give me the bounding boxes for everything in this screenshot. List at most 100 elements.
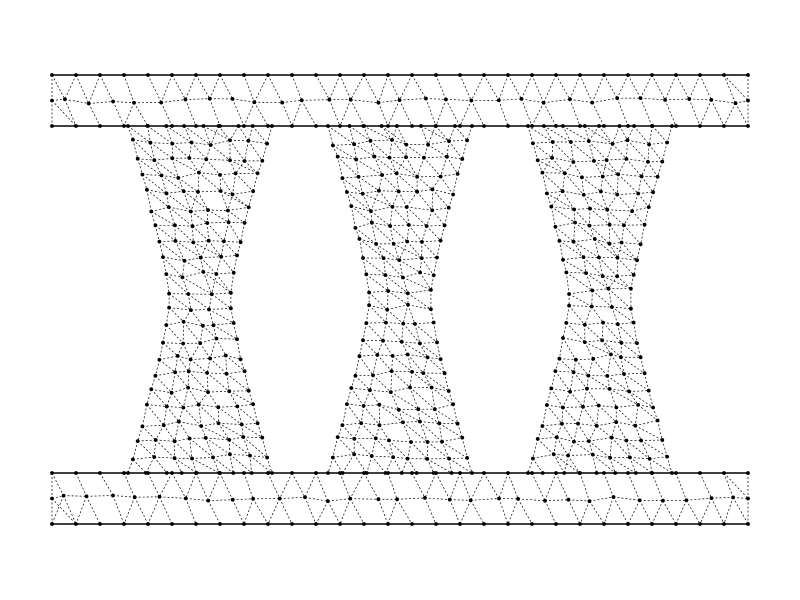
mesh-edge xyxy=(661,439,668,457)
mesh-edge xyxy=(155,425,165,441)
mesh-edge xyxy=(407,293,432,310)
mesh-edge xyxy=(666,125,673,143)
mesh-edge xyxy=(51,74,66,100)
mesh-edge xyxy=(192,226,194,243)
mesh-edge xyxy=(198,404,219,424)
mesh-edge xyxy=(160,102,173,127)
mesh-edge xyxy=(584,306,593,325)
mesh-node xyxy=(386,522,390,526)
mesh-edge xyxy=(182,260,185,278)
mesh-edge xyxy=(182,271,204,278)
mesh-node xyxy=(226,208,230,213)
mesh-edge xyxy=(568,454,593,456)
mesh-edge xyxy=(385,322,402,343)
mesh-edge xyxy=(127,459,134,474)
mesh-edge xyxy=(378,190,393,208)
mesh-edge xyxy=(588,358,594,376)
mesh-edge xyxy=(185,74,197,100)
mesh-edge xyxy=(638,191,654,194)
mesh-node xyxy=(177,419,181,424)
mesh-edge xyxy=(355,227,360,240)
mesh-edge xyxy=(339,99,352,127)
mesh-edge xyxy=(165,274,170,294)
mesh-edge xyxy=(123,74,135,103)
mesh-node xyxy=(98,522,102,526)
mesh-edge xyxy=(240,222,245,243)
mesh-node xyxy=(152,158,157,163)
mesh-edge xyxy=(664,74,677,101)
mesh-edge xyxy=(579,500,590,525)
mesh-edge xyxy=(378,174,383,191)
mesh-node xyxy=(438,357,443,361)
mesh-edge xyxy=(567,455,580,474)
mesh-edge xyxy=(641,176,654,193)
mesh-node xyxy=(540,471,545,475)
mesh-edge xyxy=(301,99,330,101)
mesh-node xyxy=(431,471,436,475)
mesh-node xyxy=(619,355,623,360)
mesh-edge xyxy=(370,139,393,142)
mesh-edge xyxy=(452,404,458,424)
mesh-edge xyxy=(327,125,334,146)
mesh-edge xyxy=(361,422,380,426)
mesh-edge xyxy=(304,496,328,502)
mesh-edge xyxy=(351,205,371,212)
mesh-edge xyxy=(459,500,472,525)
mesh-edge xyxy=(327,498,351,502)
mesh-node xyxy=(381,338,385,343)
mesh-node xyxy=(74,124,78,128)
mesh-node xyxy=(132,495,137,500)
mesh-edge xyxy=(393,243,422,259)
mesh-edge xyxy=(441,441,468,459)
mesh-node xyxy=(496,98,501,103)
mesh-node xyxy=(349,204,354,209)
mesh-edge xyxy=(626,158,642,177)
mesh-edge xyxy=(211,293,232,309)
mesh-node xyxy=(639,174,644,179)
mesh-node xyxy=(164,471,169,475)
mesh-edge xyxy=(564,173,584,196)
mesh-edge xyxy=(399,257,422,261)
mesh-edge xyxy=(651,74,666,101)
mesh-edge xyxy=(189,437,206,439)
mesh-node xyxy=(190,224,195,229)
mesh-edge xyxy=(392,191,400,207)
mesh-node xyxy=(231,270,236,275)
mesh-node xyxy=(419,256,424,260)
mesh-node xyxy=(173,370,178,375)
mesh-edge xyxy=(63,495,87,497)
mesh-node xyxy=(440,439,444,444)
mesh-node xyxy=(396,189,401,194)
mesh-node xyxy=(199,424,204,428)
mesh-node xyxy=(607,387,612,391)
mesh-edge xyxy=(562,322,567,339)
mesh-edge xyxy=(574,222,590,226)
mesh-edge xyxy=(732,497,749,525)
mesh-node xyxy=(406,223,411,227)
mesh-edge xyxy=(385,322,404,324)
mesh-edge xyxy=(527,458,534,474)
mesh-edge xyxy=(366,455,373,474)
mesh-edge xyxy=(699,99,712,127)
mesh-node xyxy=(458,471,462,475)
mesh-edge xyxy=(252,173,258,192)
mesh-edge xyxy=(147,496,160,525)
mesh-edge xyxy=(591,306,604,323)
mesh-edge xyxy=(627,500,641,525)
mesh-edge xyxy=(226,373,249,392)
mesh-edge xyxy=(507,498,519,525)
mesh-edge xyxy=(573,222,576,242)
mesh-node xyxy=(455,421,460,426)
mesh-edge xyxy=(598,405,617,423)
mesh-node xyxy=(242,369,247,374)
mesh-edge xyxy=(304,472,317,498)
mesh-edge xyxy=(583,194,608,210)
mesh-edge xyxy=(461,437,468,458)
mesh-edge xyxy=(137,439,156,442)
mesh-edge xyxy=(232,499,245,525)
mesh-node xyxy=(566,453,570,458)
mesh-node xyxy=(581,255,586,259)
mesh-node xyxy=(446,389,451,393)
mesh-node xyxy=(231,321,236,325)
mesh-edge xyxy=(233,255,238,273)
